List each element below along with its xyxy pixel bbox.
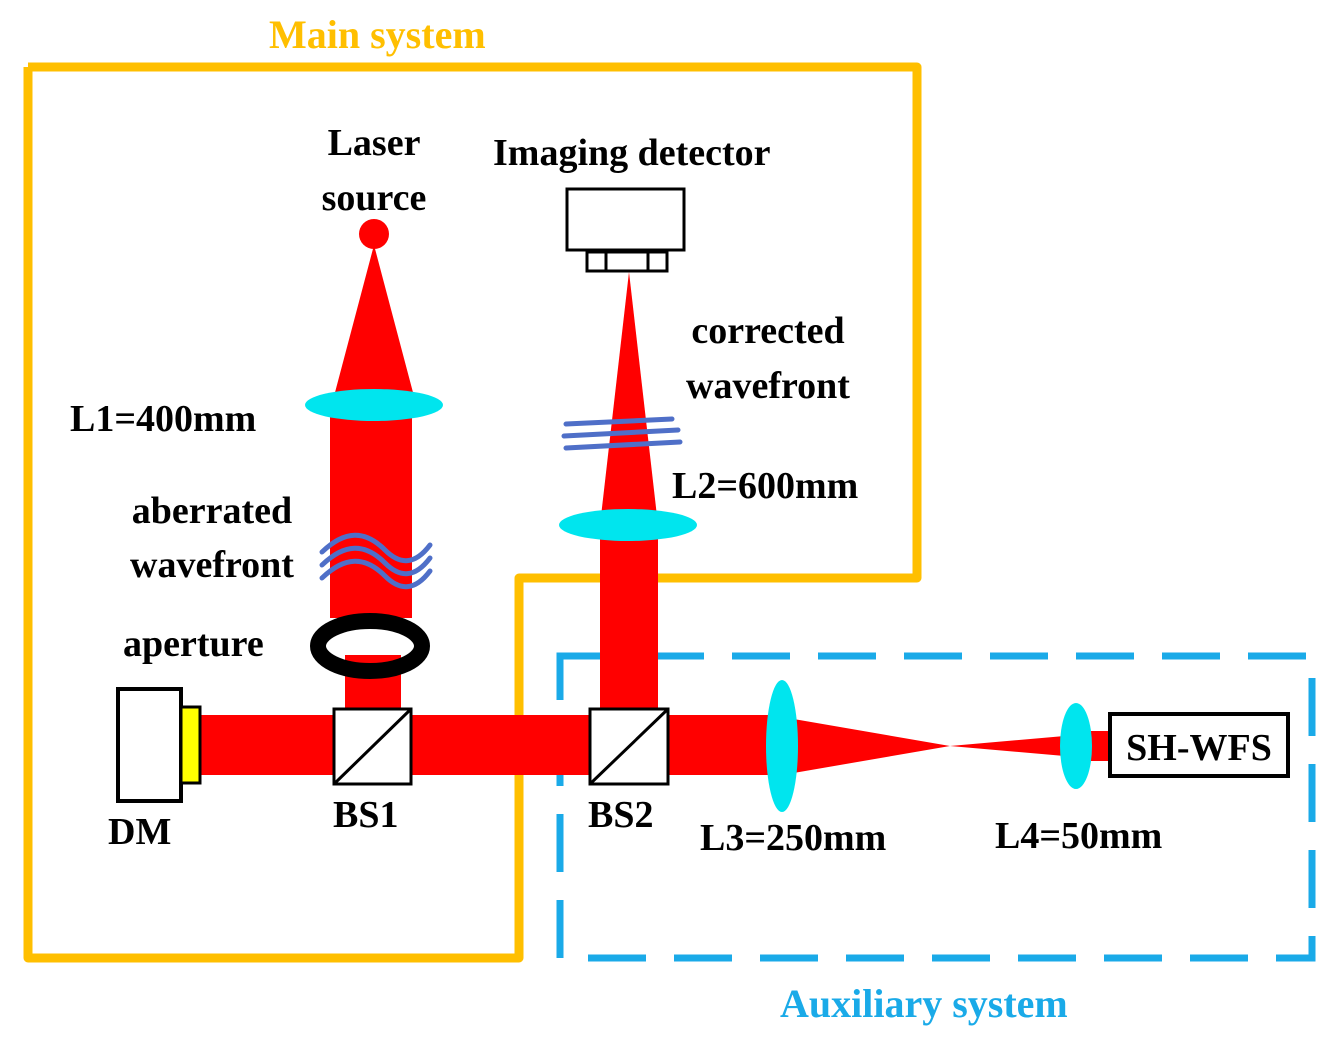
laser-source-dot — [359, 219, 389, 249]
lens-l1 — [305, 389, 443, 421]
aperture-ring — [310, 613, 430, 679]
lens-l2 — [559, 509, 697, 541]
corrected-wavefront-label-line1: corrected — [691, 310, 844, 352]
beam-splitter-bs1 — [332, 707, 413, 786]
aberrated-wavefront-label-line1: aberrated — [132, 490, 292, 532]
bs1-label: BS1 — [333, 794, 398, 836]
lens-l2-label: L2=600mm — [672, 465, 858, 507]
aberrated-wavefront-label-line2: wavefront — [130, 544, 294, 586]
horizontal-beam — [200, 715, 782, 775]
corrected-wavefront-icon — [561, 416, 683, 451]
bs2-label: BS2 — [588, 794, 653, 836]
auxiliary-system-border — [556, 652, 1316, 962]
converging-beam-detector — [600, 272, 658, 525]
laser-source-label-line2: source — [322, 177, 427, 219]
main-system-border — [23, 62, 922, 963]
aperture-label: aperture — [123, 623, 264, 665]
shwfs-box — [1108, 712, 1290, 778]
beam-focus-to-l4 — [950, 735, 1076, 757]
imaging-detector-label: Imaging detector — [493, 132, 771, 174]
deformable-mirror-surface — [179, 705, 202, 785]
shwfs-label: SH-WFS — [1126, 727, 1272, 769]
laser-beam-cone — [333, 245, 415, 400]
aberrated-wavefront-icon — [319, 532, 433, 590]
main-system-title: Main system — [269, 12, 486, 57]
lens-l4-label: L4=50mm — [995, 815, 1162, 857]
collimated-beam-left — [330, 400, 412, 618]
lens-l3 — [766, 680, 798, 812]
dm-label: DM — [108, 811, 171, 853]
auxiliary-system-title: Auxiliary system — [780, 981, 1068, 1026]
laser-source-label-line1: Laser — [328, 122, 421, 164]
beam-l3-to-focus — [782, 717, 950, 775]
deformable-mirror-body — [116, 687, 183, 803]
beam-splitter-bs2 — [588, 707, 670, 786]
corrected-wavefront-label-line2: wavefront — [686, 365, 850, 407]
lens-l3-label: L3=250mm — [700, 817, 886, 859]
lens-l1-label: L1=400mm — [70, 398, 256, 440]
imaging-detector-icon — [565, 187, 686, 273]
lens-l4 — [1060, 703, 1092, 789]
beam-bs2-to-l2 — [600, 525, 658, 710]
